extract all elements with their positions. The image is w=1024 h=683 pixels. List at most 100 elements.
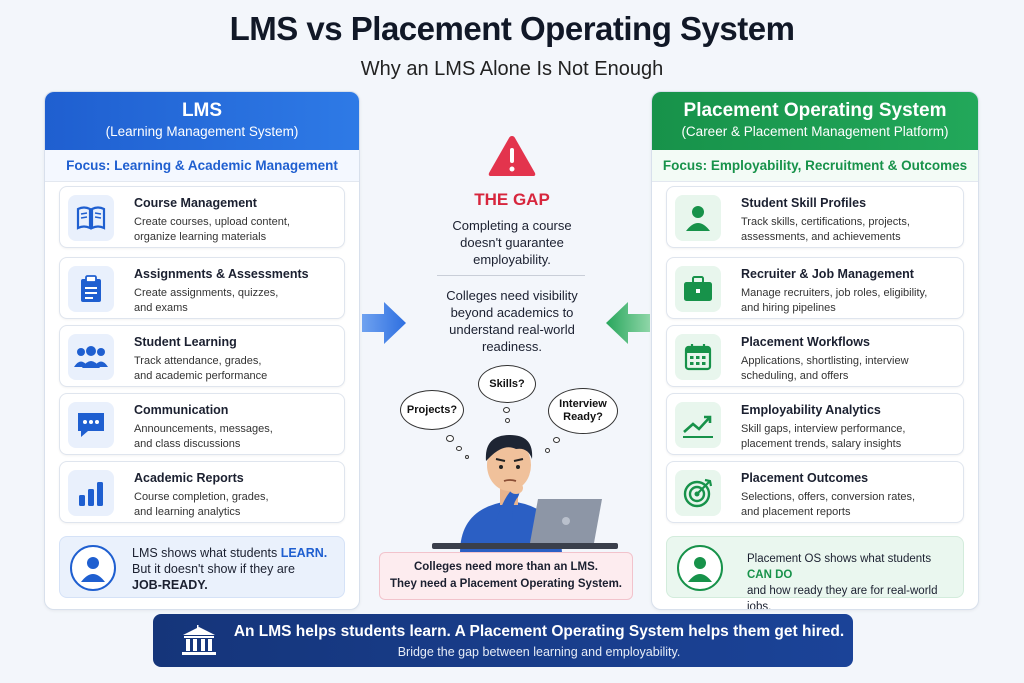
lms-feature-card: Assignments & Assessments Create assignm… — [59, 257, 345, 319]
lms-summary: LMS shows what students LEARN. But it do… — [59, 536, 345, 598]
feature-desc: Manage recruiters, job roles, eligibilit… — [741, 287, 928, 299]
chat-icon — [68, 402, 114, 448]
summary-part: But it doesn't show if they are — [132, 562, 295, 576]
arrow-left-icon — [604, 300, 652, 351]
feature-title: Communication — [134, 403, 229, 417]
student-avatar-icon — [70, 545, 116, 591]
summary-highlight: LEARN. — [280, 546, 328, 560]
divider — [437, 275, 585, 276]
lms-feature-card: Student Learning Track attendance, grade… — [59, 325, 345, 387]
visibility-line: Colleges need visibility — [446, 288, 578, 303]
placement-feature-card: Employability Analytics Skill gaps, inte… — [666, 393, 964, 455]
book-icon — [68, 195, 114, 241]
placement-summary: Placement OS shows what students CAN DO … — [666, 536, 964, 609]
placement-title: Placement Operating System — [683, 100, 947, 121]
feature-desc: organize learning materials — [134, 231, 267, 243]
note-line: Colleges need more than an LMS. — [413, 561, 599, 573]
feature-desc: and exams — [134, 302, 188, 314]
lms-title: LMS — [181, 100, 223, 121]
summary-part: and how ready they are for real-world jo… — [747, 585, 938, 610]
visibility-line: beyond academics to — [450, 305, 574, 320]
thought-dot — [503, 407, 510, 413]
banner-headline: An LMS helps students learn. A Placement… — [233, 623, 845, 640]
thought-dot — [505, 418, 510, 423]
student-laptop-illustration — [430, 425, 620, 558]
visibility-line: understand real-world — [449, 322, 575, 337]
summary-part: Placement OS shows what students — [747, 553, 932, 565]
gap-description: Completing a course doesn't guarantee em… — [380, 217, 644, 268]
lms-subtitle: (Learning Management System) — [105, 124, 299, 139]
feature-desc: Track attendance, grades, — [134, 355, 262, 367]
feature-desc: Applications, shortlisting, interview — [741, 355, 909, 367]
feature-desc: Create assignments, quizzes, — [134, 287, 279, 299]
thought-bubble: Skills? — [478, 365, 536, 403]
target-icon — [675, 470, 721, 516]
thought-dot — [545, 448, 550, 453]
placement-summary-text: Placement OS shows what students CAN DO … — [747, 551, 955, 610]
page-subtitle: Why an LMS Alone Is Not Enough — [360, 58, 664, 80]
placement-feature-card: Placement Outcomes Selections, offers, c… — [666, 461, 964, 523]
placement-feature-card: Student Skill Profiles Track skills, cer… — [666, 186, 964, 248]
summary-highlight: JOB-READY. — [132, 578, 208, 592]
briefcase-icon — [675, 266, 721, 312]
thought-dot — [465, 455, 469, 459]
person-icon — [675, 195, 721, 241]
feature-desc: and placement reports — [741, 506, 851, 518]
visibility-line: readiness. — [482, 339, 542, 354]
thought-dot — [456, 446, 462, 451]
college-building-icon — [179, 625, 219, 662]
thought-dot — [553, 437, 560, 443]
calendar-icon — [675, 334, 721, 380]
feature-desc: Track skills, certifications, projects, — [741, 216, 910, 228]
feature-title: Student Learning — [134, 335, 237, 349]
placement-panel: Placement Operating System (Career & Pla… — [651, 91, 979, 610]
lms-panel: LMS (Learning Management System) Focus: … — [44, 91, 360, 610]
feature-desc: Course completion, grades, — [134, 491, 269, 503]
feature-title: Placement Outcomes — [741, 471, 869, 485]
placement-header: Placement Operating System (Career & Pla… — [652, 92, 978, 150]
feature-title: Employability Analytics — [741, 403, 881, 417]
feature-title: Course Management — [134, 196, 257, 210]
feature-desc: Create courses, upload content, — [134, 216, 290, 228]
bubble-text: Ready? — [563, 411, 603, 423]
feature-desc: Skill gaps, interview performance, — [741, 423, 906, 435]
thought-dot — [446, 435, 454, 442]
clipboard-icon — [68, 266, 114, 312]
gap-desc-line: employability. — [473, 252, 551, 267]
arrow-right-icon — [360, 300, 408, 351]
lms-feature-card: Course Management Create courses, upload… — [59, 186, 345, 248]
page-title: LMS vs Placement Operating System — [229, 10, 795, 47]
feature-desc: and class discussions — [134, 438, 241, 450]
feature-desc: assessments, and achievements — [741, 231, 901, 243]
feature-desc: Announcements, messages, — [134, 423, 273, 435]
lms-focus: Focus: Learning & Academic Management — [45, 150, 359, 182]
trend-line-icon — [675, 402, 721, 448]
thought-bubble: Projects? — [400, 390, 464, 430]
feature-title: Recruiter & Job Management — [741, 267, 914, 281]
bubble-text: Skills? — [489, 377, 525, 390]
group-icon — [68, 334, 114, 380]
bubble-text: Interview — [559, 398, 607, 410]
feature-desc: placement trends, salary insights — [741, 438, 902, 450]
visibility-description: Colleges need visibility beyond academic… — [380, 287, 644, 355]
placement-subtitle: (Career & Placement Management Platform) — [681, 124, 949, 139]
bottom-banner: An LMS helps students learn. A Placement… — [153, 614, 853, 667]
warning-icon — [487, 134, 537, 183]
feature-title: Academic Reports — [134, 471, 244, 485]
gap-desc-line: Completing a course — [452, 218, 572, 233]
bar-chart-icon — [68, 470, 114, 516]
lms-feature-card: Communication Announcements, messages, a… — [59, 393, 345, 455]
note-line: They need a Placement Operating System. — [390, 578, 622, 590]
gap-desc-line: doesn't guarantee — [460, 235, 564, 250]
bubble-text: Projects? — [406, 403, 458, 416]
summary-part: LMS shows what students — [132, 546, 281, 560]
center-note: Colleges need more than an LMS. They nee… — [379, 552, 633, 600]
summary-highlight: CAN DO — [747, 569, 793, 581]
feature-desc: scheduling, and offers — [741, 370, 849, 382]
placement-focus: Focus: Employability, Recruitment & Outc… — [652, 150, 978, 182]
placement-feature-card: Placement Workflows Applications, shortl… — [666, 325, 964, 387]
feature-desc: Selections, offers, conversion rates, — [741, 491, 916, 503]
gap-title: THE GAP — [474, 190, 550, 209]
banner-subline: Bridge the gap between learning and empl… — [397, 645, 681, 659]
